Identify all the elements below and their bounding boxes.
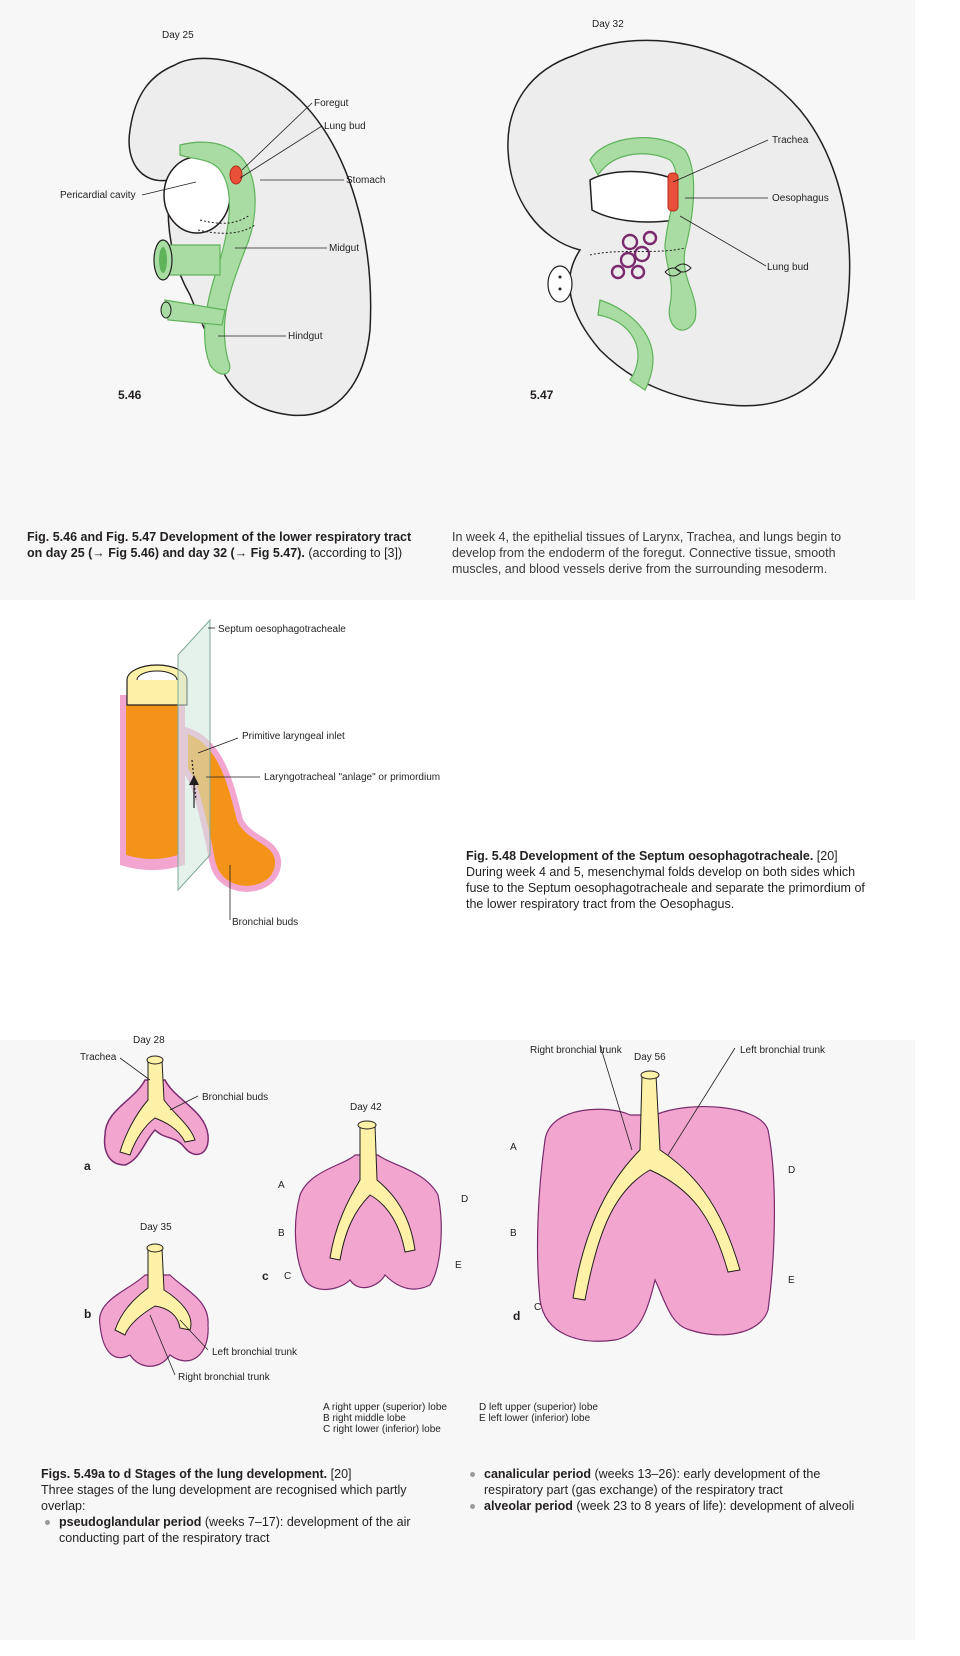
label-left-trunk-d: Left bronchial trunk bbox=[740, 1045, 826, 1056]
caption-5-46-47: Fig. 5.46 and Fig. 5.47 Development of t… bbox=[27, 529, 427, 561]
caption-5-49-body: Three stages of the lung development are… bbox=[41, 1483, 407, 1513]
septum-plane bbox=[177, 618, 211, 892]
lobe-C-d: C bbox=[534, 1302, 541, 1313]
caption-5-46-47-ref: (according to [3]) bbox=[304, 546, 403, 560]
caption-5-49-left: Figs. 5.49a to d Stages of the lung deve… bbox=[41, 1466, 443, 1546]
gut-tube-47 bbox=[589, 137, 697, 331]
lobe-B-d: B bbox=[510, 1228, 517, 1239]
label-bronchial-buds-a: Bronchial buds bbox=[202, 1092, 268, 1103]
panel-letter-b: b bbox=[84, 1307, 91, 1321]
label-laryngotracheal-anlage: Laryngotracheal "anlage" or primordium bbox=[264, 772, 440, 783]
lobe-E-c: E bbox=[455, 1260, 462, 1271]
list-item: canalicular period (weeks 13–26): early … bbox=[466, 1466, 876, 1498]
figure-number-46: 5.46 bbox=[118, 388, 142, 402]
label-right-trunk-b: Right bronchial trunk bbox=[178, 1372, 271, 1383]
list-item: alveolar period (week 23 to 8 years of l… bbox=[466, 1498, 876, 1514]
panel-d: Day 56 Right bronchial trunk Left bronch… bbox=[510, 1044, 826, 1342]
panel-letter-a: a bbox=[84, 1159, 91, 1173]
label-laryngeal-inlet: Primitive laryngeal inlet bbox=[242, 731, 345, 742]
caption-5-48-ref: [20] bbox=[813, 849, 838, 863]
lobe-D-c: D bbox=[461, 1194, 468, 1205]
label-midgut: Midgut bbox=[329, 243, 359, 254]
panel-b: Day 35 Left bronchial trunk Right bronch… bbox=[84, 1222, 298, 1383]
lobe-legend: A right upper (superior) lobe B right mi… bbox=[323, 1402, 598, 1435]
legend-C: C right lower (inferior) lobe bbox=[323, 1424, 441, 1435]
lobe-B-c: B bbox=[278, 1228, 285, 1239]
lobe-E-d: E bbox=[788, 1275, 795, 1286]
caption-5-49-title: Figs. 5.49a to d Stages of the lung deve… bbox=[41, 1467, 328, 1481]
lobe-A-c: A bbox=[278, 1180, 285, 1191]
caption-5-48: Fig. 5.48 Development of the Septum oeso… bbox=[466, 848, 876, 912]
day-label-47: Day 32 bbox=[592, 19, 624, 30]
panel-c: Day 42 A B C D E c bbox=[262, 1102, 468, 1290]
caption-5-48-title: Fig. 5.48 Development of the Septum oeso… bbox=[466, 849, 814, 863]
lobe-C-c: C bbox=[284, 1271, 291, 1282]
label-right-trunk-d: Right bronchial trunk bbox=[530, 1045, 623, 1056]
lung-bud-46 bbox=[229, 165, 243, 185]
label-bronchial-buds-48: Bronchial buds bbox=[232, 917, 298, 928]
label-trachea-a: Trachea bbox=[80, 1052, 117, 1063]
label-lung-bud-47: Lung bud bbox=[767, 262, 809, 273]
label-stomach: Stomach bbox=[346, 175, 385, 186]
figure-5-46: Day 25 Foregut Lung bud Stomach Pericard… bbox=[60, 30, 385, 417]
trachea-47 bbox=[667, 172, 679, 212]
label-septum: Septum oesophagotracheale bbox=[218, 624, 346, 635]
label-left-trunk-b: Left bronchial trunk bbox=[212, 1347, 298, 1358]
lung-bud-cluster bbox=[610, 230, 658, 280]
lobe-D-d: D bbox=[788, 1165, 795, 1176]
label-hindgut: Hindgut bbox=[288, 331, 323, 342]
intro-paragraph: In week 4, the epithelial tissues of Lar… bbox=[452, 530, 842, 576]
day-label-d: Day 56 bbox=[634, 1052, 666, 1063]
list-item: pseudoglandular period (weeks 7–17): dev… bbox=[41, 1514, 443, 1546]
panel-letter-d: d bbox=[513, 1309, 520, 1323]
label-pericardial-cavity: Pericardial cavity bbox=[60, 190, 136, 201]
figure-5-49: Day 28 Trachea Bronchial buds a Day 35 L… bbox=[80, 1035, 826, 1435]
label-foregut: Foregut bbox=[314, 98, 349, 109]
day-label-c: Day 42 bbox=[350, 1102, 382, 1113]
figure-5-47: Day 32 Trachea Oesophagus Lung bud 5.47 bbox=[507, 19, 851, 407]
legend-A: A right upper (superior) lobe bbox=[323, 1402, 447, 1413]
caption-5-48-body: During week 4 and 5, mesenchymal folds d… bbox=[466, 865, 865, 911]
figure-5-48: Septum oesophagotracheale Primitive lary… bbox=[120, 618, 440, 928]
label-lung-bud-46: Lung bud bbox=[324, 121, 366, 132]
legend-E: E left lower (inferior) lobe bbox=[479, 1413, 591, 1424]
lobe-A-d: A bbox=[510, 1142, 517, 1153]
caption-5-46-47-title: Fig. 5.46 and Fig. 5.47 Development of t… bbox=[27, 530, 412, 560]
panel-a: Day 28 Trachea Bronchial buds a bbox=[80, 1035, 268, 1173]
caption-5-49-ref: [20] bbox=[327, 1467, 352, 1481]
label-oesophagus-47: Oesophagus bbox=[772, 193, 829, 204]
day-label-b: Day 35 bbox=[140, 1222, 172, 1233]
label-trachea-47: Trachea bbox=[772, 135, 809, 146]
panel-letter-c: c bbox=[262, 1269, 269, 1283]
day-label-a: Day 28 bbox=[133, 1035, 165, 1046]
day-label-46: Day 25 bbox=[162, 30, 194, 41]
caption-5-49-right: canalicular period (weeks 13–26): early … bbox=[466, 1466, 876, 1514]
legend-D: D left upper (superior) lobe bbox=[479, 1402, 598, 1413]
gut-tube-46 bbox=[179, 141, 256, 375]
figure-number-47: 5.47 bbox=[530, 388, 554, 402]
legend-B: B right middle lobe bbox=[323, 1413, 406, 1424]
